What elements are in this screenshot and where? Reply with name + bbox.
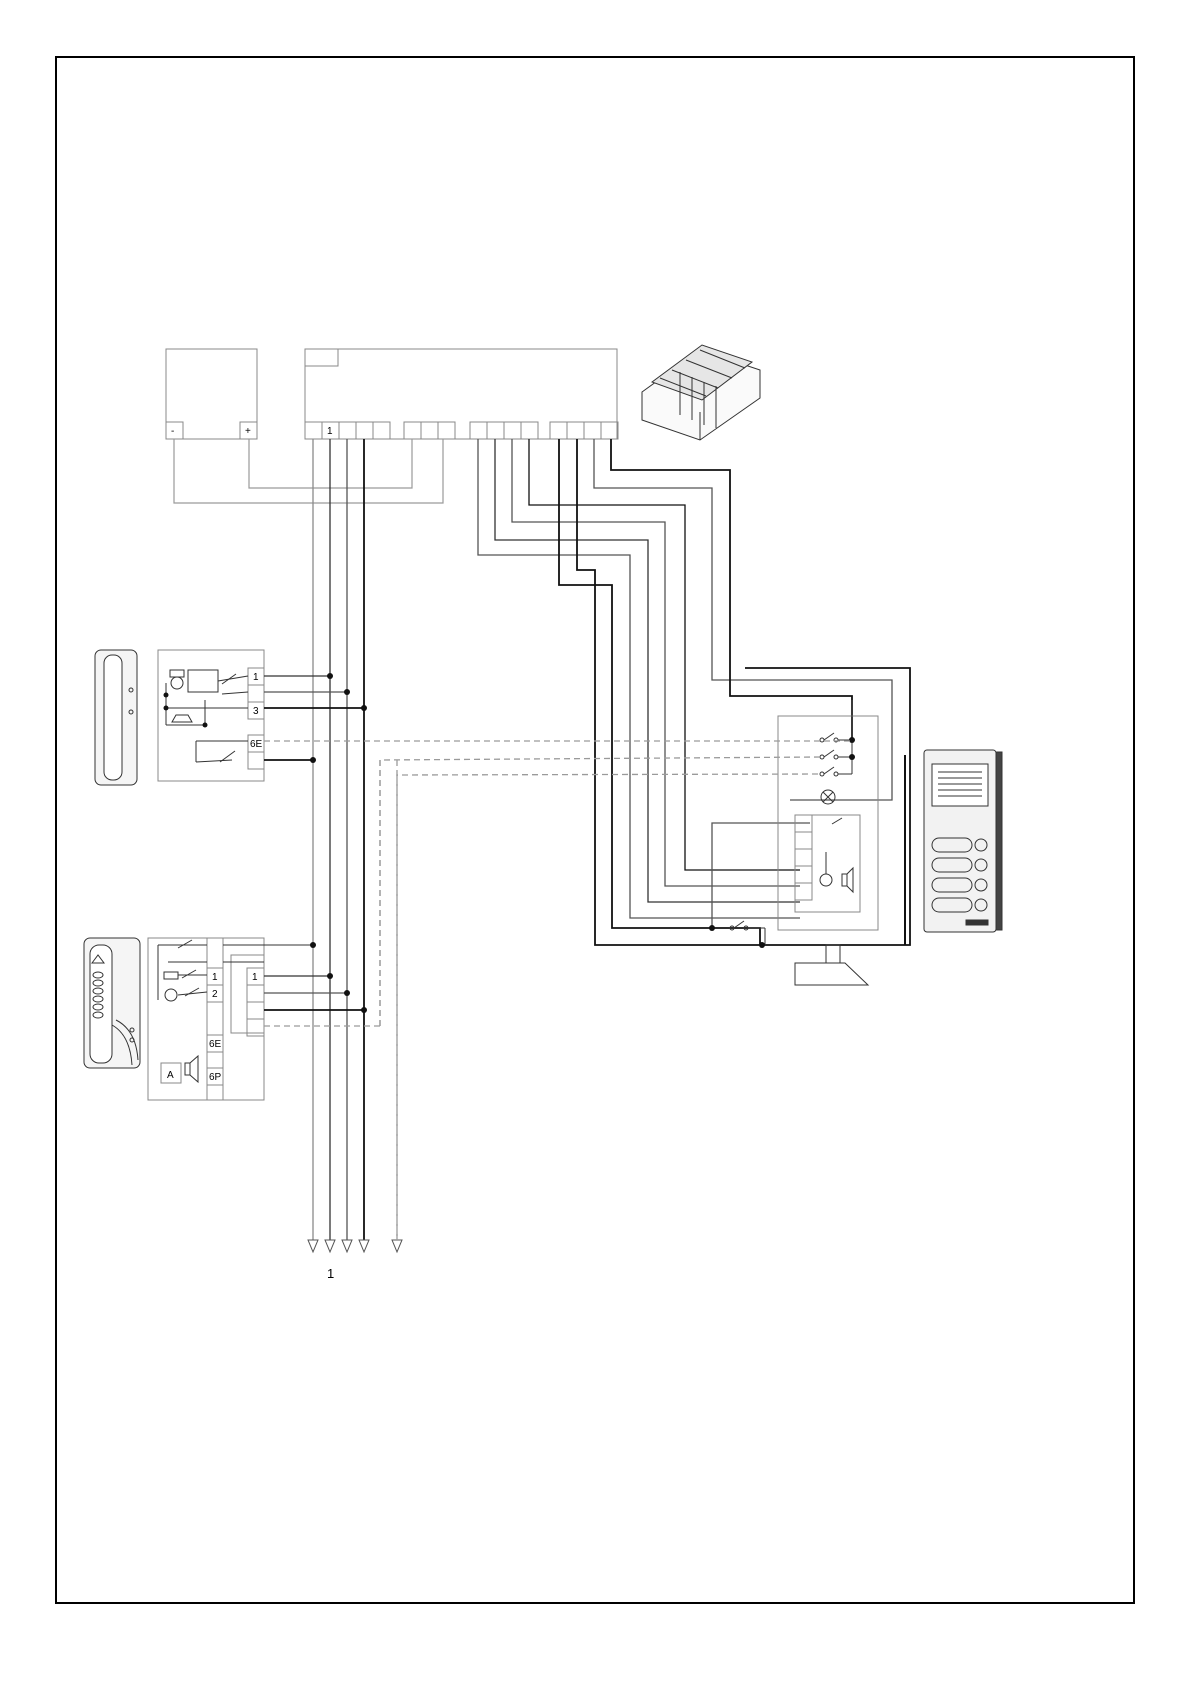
door-speaker-icon <box>820 818 853 892</box>
handset-2-illustration <box>84 938 140 1068</box>
lamp-icon <box>821 790 835 804</box>
bus-output-label: 1 <box>327 1266 334 1281</box>
handset-1-illustration <box>95 650 137 785</box>
handset-1-bus-dots <box>310 673 367 763</box>
power-plus-label: + <box>245 426 251 437</box>
power-supply: - + <box>166 349 257 439</box>
door-button-switches <box>820 700 852 776</box>
handset-2-terminal-6e: 6E <box>209 1039 222 1050</box>
handset-2-right-terminal-1: 1 <box>252 972 258 983</box>
controller-terminal-1-label: 1 <box>327 426 333 437</box>
handset-2-bus-dots <box>310 942 367 1013</box>
riser-bus <box>313 439 397 1245</box>
handset-2-box-a-label: A <box>167 1070 174 1081</box>
controller-terminals <box>305 422 618 439</box>
handset-2-terminal-6p: 6P <box>209 1072 222 1083</box>
door-strike-icon <box>795 945 868 985</box>
handset-2-circuit <box>158 940 313 1082</box>
power-wiring <box>174 439 443 503</box>
controller-illustration <box>642 345 760 440</box>
handset-1-circuit <box>166 670 248 762</box>
handset-1-terminal-1: 1 <box>253 672 259 683</box>
power-minus-label: - <box>171 426 174 437</box>
handset-2-connections <box>264 976 380 1026</box>
door-panel-illustration <box>924 750 1002 932</box>
handset-2-terminal-1: 1 <box>212 972 218 983</box>
door-panel-wiring <box>478 439 910 945</box>
handset-2-terminal-2: 2 <box>212 989 218 1000</box>
handset-1-terminal-3: 3 <box>253 706 259 717</box>
handset-1-terminal-6e: 6E <box>250 739 263 750</box>
handset-1-connections <box>264 676 852 1240</box>
bus-arrows <box>308 1240 402 1252</box>
controller-unit: 1 <box>305 349 618 439</box>
